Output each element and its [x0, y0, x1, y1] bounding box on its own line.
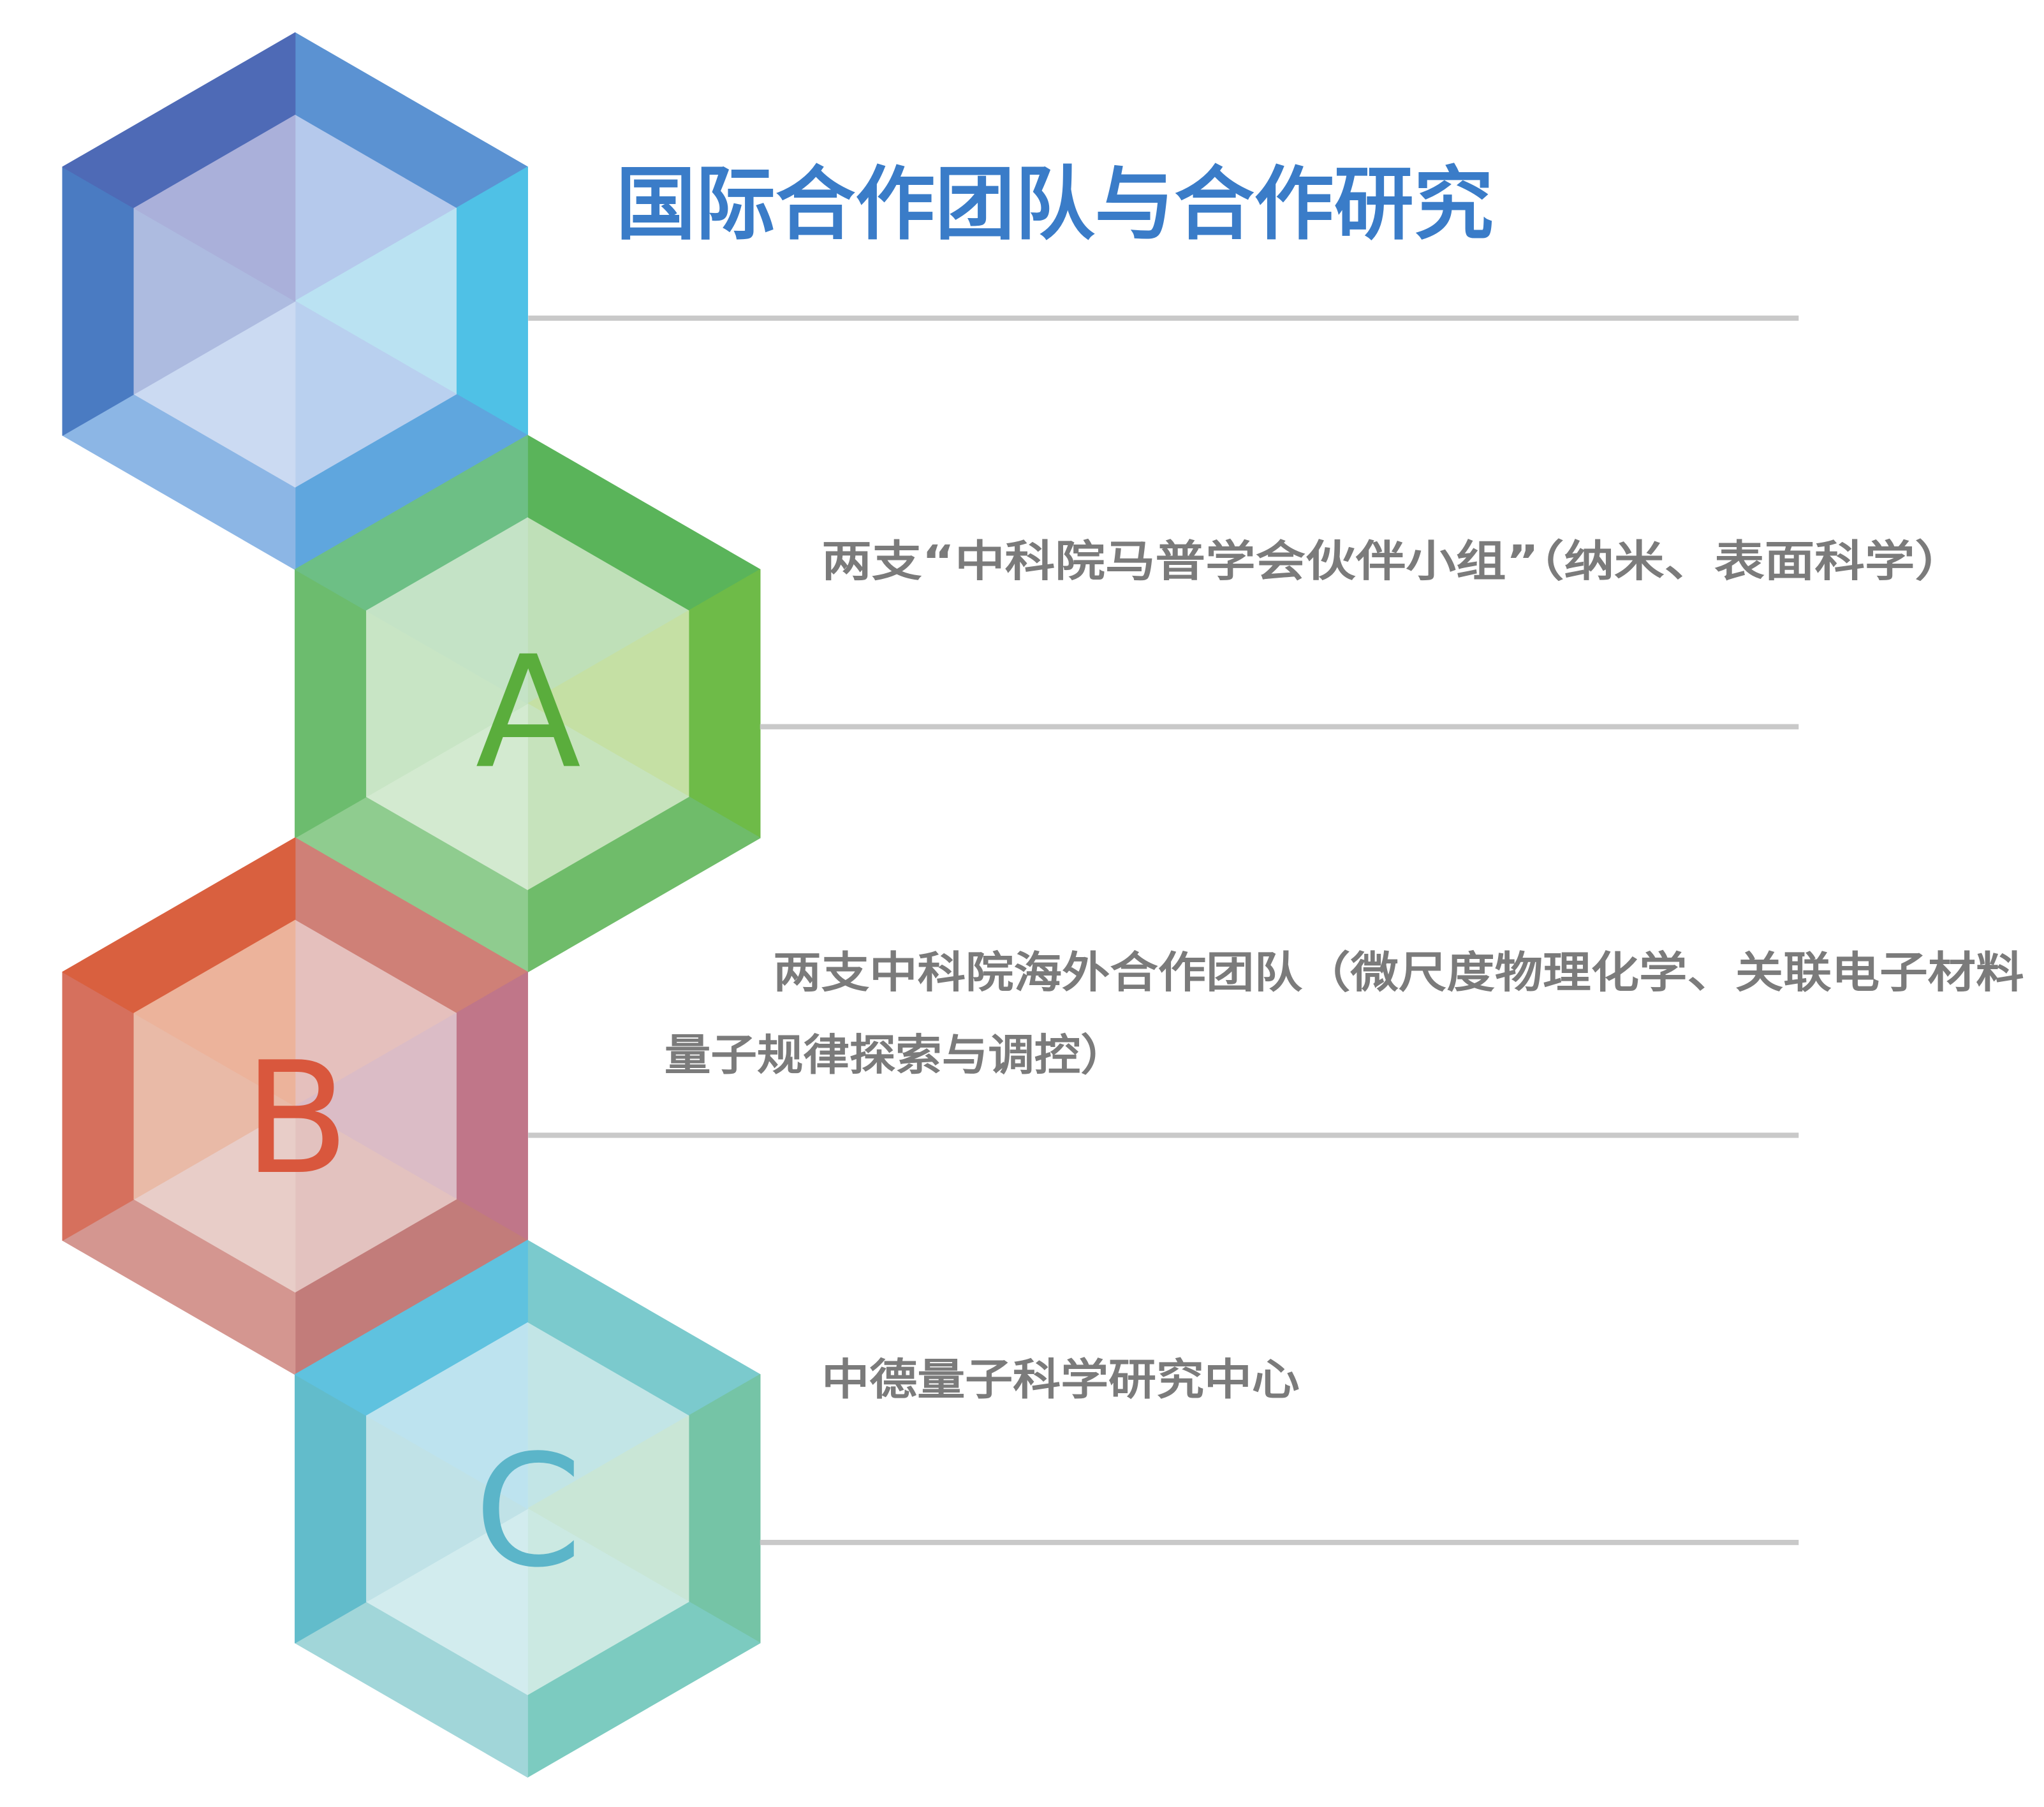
hexagon-ring-facet — [455, 971, 528, 1241]
hexagon-c-letter: C — [474, 1422, 582, 1602]
hexagon-b-letter: B — [244, 1029, 349, 1209]
hexagon-inner-facet — [366, 517, 528, 705]
hexagon-ring-facet — [295, 569, 367, 838]
hexagon-b-facets — [62, 837, 528, 1375]
hexagon-b: B — [62, 837, 528, 1375]
hexagon-c-facets — [295, 1240, 761, 1778]
item-b-text-line-1: 两支中科院海外合作团队（微尺度物理化学、关联电子材料 — [773, 947, 2024, 997]
hexagon-inner-facet — [133, 115, 296, 302]
hexagon-c: C — [295, 1240, 761, 1778]
hexagon-ring-facet — [688, 569, 761, 838]
hexagon-title — [62, 32, 528, 570]
item-a-text: 两支“中科院马普学会伙伴小组”（纳米、表面科学） — [821, 536, 1965, 587]
hexagon-ring-facet — [455, 166, 528, 436]
hexagon-ring-facet — [62, 166, 135, 436]
hexagon-a-letter: A — [475, 623, 581, 803]
item-b-text-line-2: 量子规律探索与调控） — [665, 1030, 1127, 1080]
hexagon-a: A — [295, 435, 761, 973]
page-title: 国际合作团队与合作研究 — [616, 157, 1494, 251]
hexagon-stack: A B C — [62, 32, 761, 1778]
item-c-text: 中德量子科学研究中心 — [821, 1354, 1300, 1405]
hexagon-ring-facet — [62, 971, 135, 1241]
hexagon-inner-facet — [366, 1322, 528, 1509]
hexagon-a-facets — [295, 435, 761, 973]
hexagon-ring-facet — [295, 1374, 367, 1644]
hexagon-ring-facet — [688, 1374, 761, 1644]
hexagon-inner-facet — [133, 919, 296, 1107]
